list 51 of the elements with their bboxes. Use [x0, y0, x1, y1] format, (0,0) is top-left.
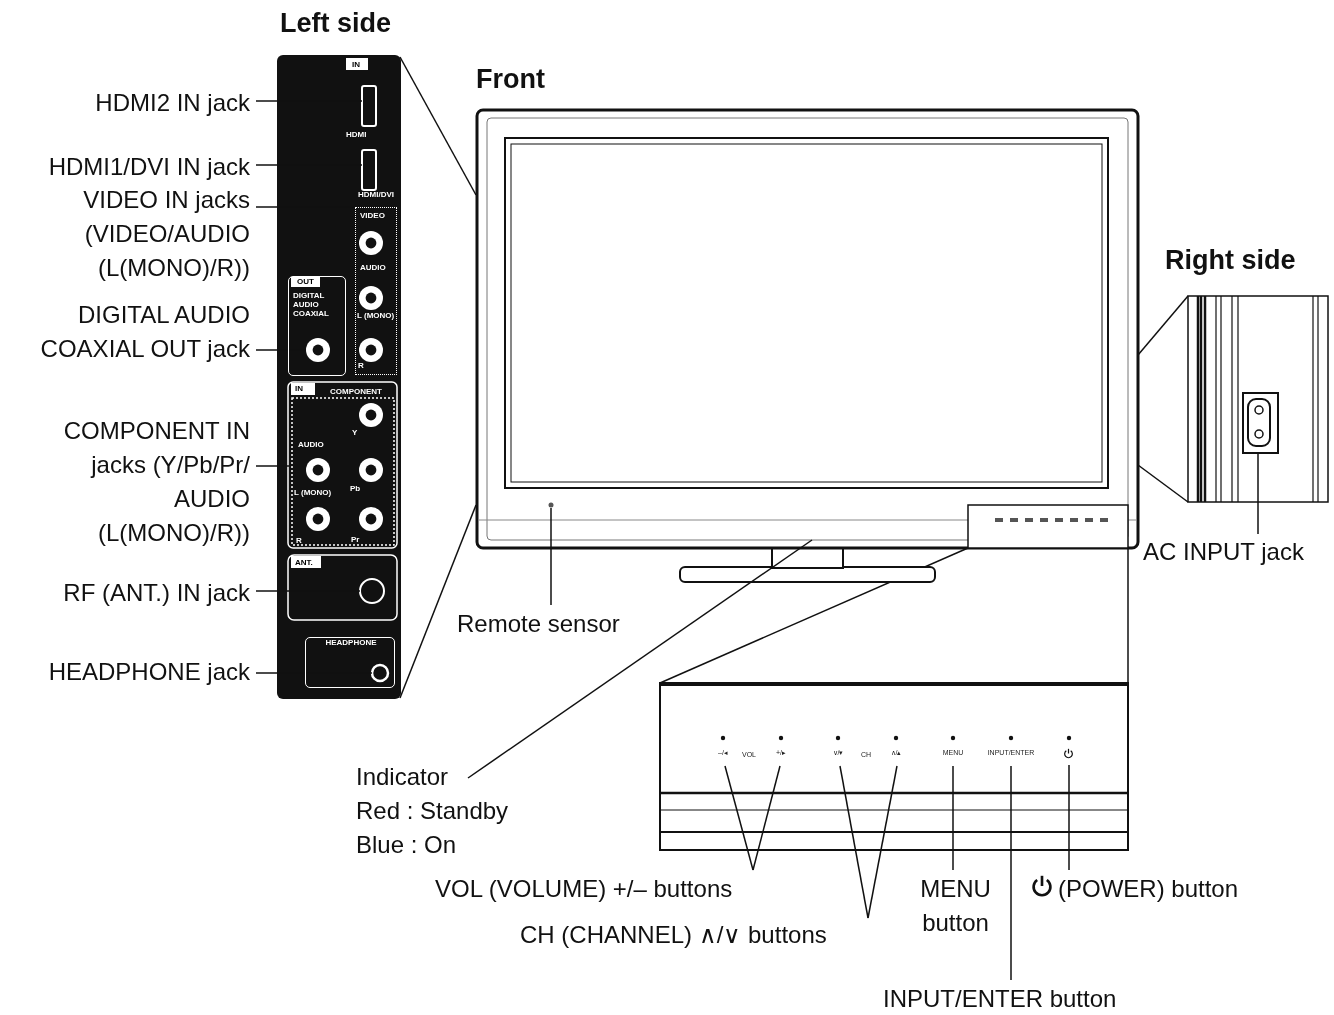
callout-label: AC INPUT jack: [1143, 535, 1333, 569]
callout-label: VIDEO IN jacks (VIDEO/AUDIO (L(MONO)/R)): [40, 183, 250, 285]
callout-label: RF (ANT.) IN jack: [10, 576, 250, 610]
jack-panel: [288, 276, 346, 376]
jack-panel: [355, 207, 397, 375]
callout-label: INPUT/ENTER button: [883, 982, 1183, 1015]
panel-label: OUT: [291, 277, 320, 287]
callout-label: Indicator Red : Standby Blue : On: [356, 760, 526, 862]
callout-label: HDMI2 IN jack: [50, 86, 250, 120]
panel-label: HDMI/DVI: [358, 190, 394, 199]
heading: Right side: [1165, 245, 1296, 276]
leader-line: [867, 765, 898, 919]
panel-label: R: [358, 361, 364, 370]
panel-label: IN: [350, 60, 362, 70]
leader-line: [839, 765, 869, 919]
panel-label: Pb: [350, 484, 361, 493]
heading: Front: [476, 64, 545, 95]
callout-label: DIGITAL AUDIO COAXIAL OUT jack: [0, 298, 250, 366]
panel-label: R: [296, 536, 302, 545]
callout-label: COMPONENT IN jacks (Y/Pb/Pr/ AUDIO (L(MONO)/R)): [40, 414, 250, 550]
panel-label: AUDIO: [360, 263, 386, 272]
callout-label: HEADPHONE jack: [10, 655, 250, 689]
leader-line: [724, 765, 754, 871]
panel-label: IN: [293, 384, 305, 394]
panel-label: ANT.: [293, 558, 315, 568]
panel-label: VIDEO: [360, 211, 385, 220]
panel-label: Pr: [351, 535, 360, 544]
callout-label: CH (CHANNEL) ∧/∨ buttons: [520, 918, 870, 952]
leader-line: [255, 465, 291, 467]
leader-line: [1068, 764, 1070, 871]
leader-line: [1257, 452, 1259, 535]
panel-label: Y: [352, 428, 358, 437]
leader-line: [952, 765, 954, 871]
callout-label: VOL (VOLUME) +/– buttons: [435, 872, 795, 906]
leader-line: [1010, 765, 1012, 981]
leader-line: [550, 507, 552, 606]
panel-label: AUDIO: [298, 440, 324, 449]
panel-label: L (MONO): [294, 488, 332, 497]
callout-label: (POWER) button: [1058, 872, 1278, 906]
heading: Left side: [280, 8, 392, 39]
panel-label: COMPONENT: [330, 387, 382, 396]
panel-label: HDMI: [346, 130, 367, 139]
leader-line: [467, 539, 813, 779]
jack-panel: [305, 637, 395, 688]
callout-label: Remote sensor: [457, 607, 677, 641]
panel-label: DIGITAL AUDIO COAXIAL: [293, 291, 330, 318]
panel-label: L (MONO): [357, 311, 395, 320]
callout-label: MENU button: [908, 872, 1003, 940]
panel-label: HEADPHONE: [325, 638, 377, 647]
callout-label: HDMI1/DVI IN jack: [10, 150, 250, 184]
leader-line: [752, 765, 781, 871]
